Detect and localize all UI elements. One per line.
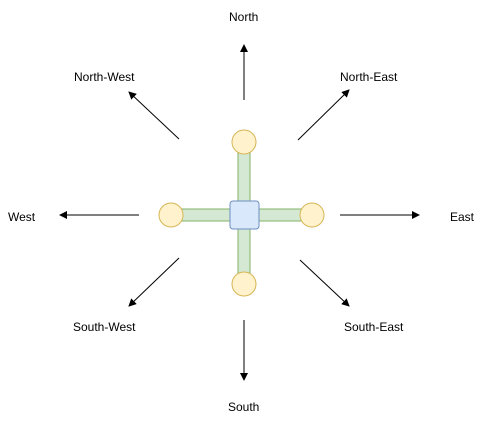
label-north: North <box>229 10 259 24</box>
node-west <box>158 202 184 228</box>
arrow-north-west <box>128 91 180 140</box>
arm-north <box>237 149 251 202</box>
label-north-west: North-West <box>74 70 135 84</box>
node-north <box>231 129 257 155</box>
node-east <box>299 202 325 228</box>
arrow-south-west <box>128 257 180 307</box>
node-south <box>231 271 257 297</box>
arm-south <box>237 228 251 275</box>
label-east: East <box>450 210 475 224</box>
center-node <box>229 200 260 230</box>
label-north-east: North-East <box>340 70 398 84</box>
label-south-west: South-West <box>73 320 136 334</box>
arm-west <box>175 208 231 222</box>
arrow-north-east <box>297 89 350 141</box>
arrow-south-east <box>299 259 350 307</box>
label-south: South <box>228 400 260 414</box>
label-west: West <box>8 210 36 224</box>
label-south-east: South-East <box>344 320 404 334</box>
